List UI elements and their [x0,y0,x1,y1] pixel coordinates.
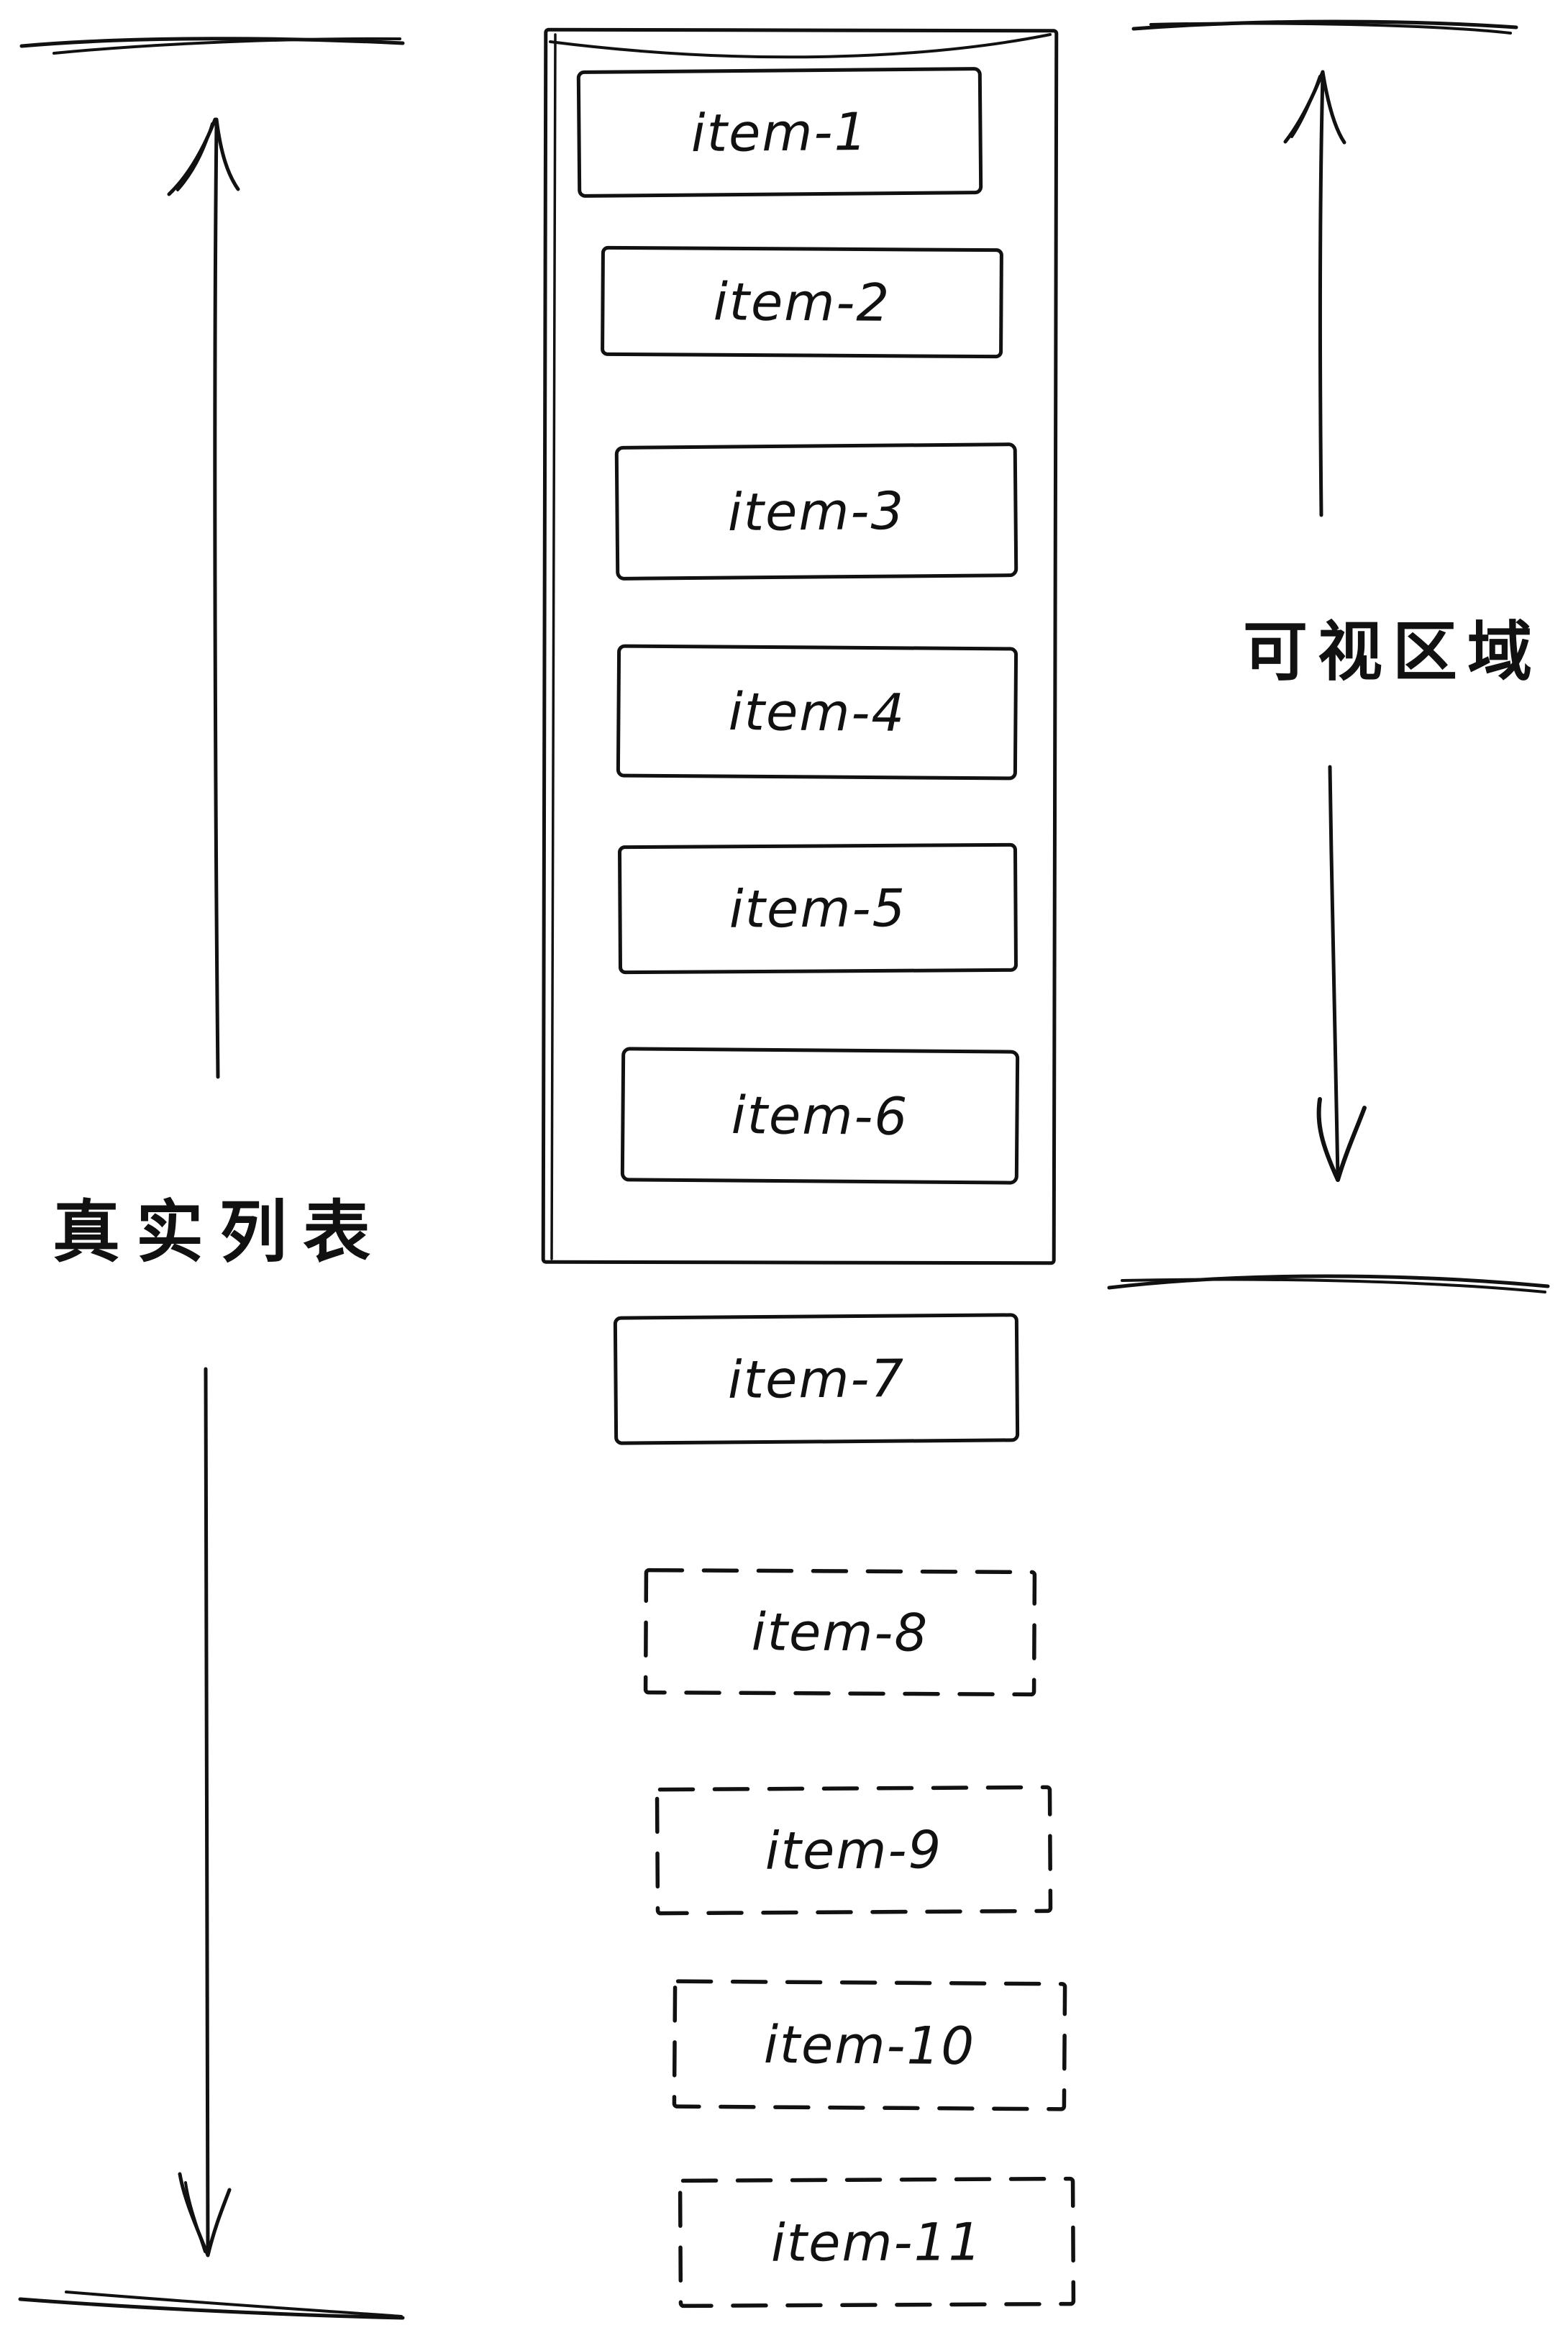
arrowhead-stroke [1336,1106,1367,1182]
arrowhead-stroke [1316,1097,1340,1182]
viewport-box [541,27,1059,1265]
arrowhead-stroke [167,117,217,196]
arrowhead-stroke [176,122,214,191]
arrow-shaft [204,1367,210,2254]
viewport-top-doubled-stroke [549,33,1052,59]
arrow-shaft [1328,765,1340,1179]
item-box-dashed [672,1979,1067,2111]
line-stroke [19,37,405,48]
item-box-solid [613,1313,1020,1445]
item-box-dashed [678,2176,1076,2309]
item-box-dashed [643,1568,1037,1697]
line-stroke [65,2291,403,2318]
line-stroke [53,37,401,55]
arrowhead-stroke [1321,70,1346,145]
line-stroke [1121,1278,1546,1293]
item-box-dashed [655,1785,1053,1916]
real-list-arrow-up [167,117,240,1079]
arrowhead-stroke [206,2188,232,2257]
item-box-solid [618,842,1018,975]
real-list-arrow-down [178,1367,232,2257]
visible-area-arrow-down [1316,765,1367,1182]
item-box-solid [601,245,1003,359]
item-box-solid [576,67,983,198]
real-list-bottom-line [18,2291,405,2320]
arrowhead-stroke [1290,75,1321,138]
arrowhead-stroke [184,2181,206,2253]
item-box-solid [616,644,1018,781]
item-box-solid [620,1047,1020,1185]
visible-area-bottom-line [1107,1274,1550,1293]
arrowhead-stroke [214,117,240,191]
arrow-shaft [1318,73,1325,517]
item-box-solid [614,442,1018,581]
line-stroke [1107,1274,1550,1290]
viewport-border [541,27,1059,1265]
arrow-shaft [213,122,220,1079]
real-list-top-line [19,37,405,55]
viewport-left-doubled-stroke [550,33,557,1260]
visible-area-top-line [1131,19,1518,35]
line-stroke [18,2297,405,2320]
line-stroke [1131,19,1518,31]
visible-area-arrow-up [1283,70,1346,517]
line-stroke [1149,22,1512,35]
